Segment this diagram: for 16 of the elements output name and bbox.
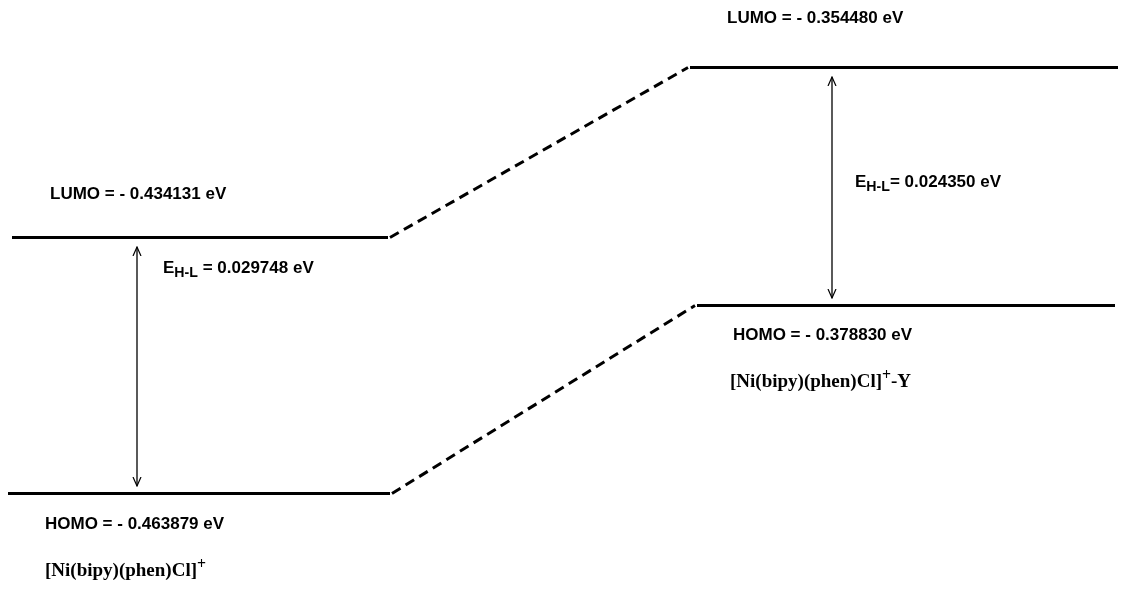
energy-label: HOMO = - 0.378830 eV	[733, 325, 913, 345]
compound-label: [Ni(bipy)(phen)Cl]$^{+}$-Y	[730, 366, 912, 393]
energy-level-line	[8, 492, 390, 495]
edge-label: E$_{H-L}$ = 0.029748 eV	[163, 258, 314, 281]
dashed-connector	[389, 66, 689, 239]
edge-label: E$_{H-L}$= 0.024350 eV	[855, 172, 1001, 195]
energy-label: LUMO = - 0.434131 eV	[50, 184, 227, 204]
double-arrow	[132, 246, 142, 487]
double-arrow	[827, 76, 837, 299]
energy-label: LUMO = - 0.354480 eV	[727, 8, 904, 28]
energy-level-line	[690, 66, 1118, 69]
energy-level-line	[697, 304, 1115, 307]
energy-level-line	[12, 236, 388, 239]
compound-label: [Ni(bipy)(phen)Cl]$^{+}$	[45, 555, 207, 582]
dashed-connector	[391, 304, 696, 495]
energy-label: HOMO = - 0.463879 eV	[45, 514, 225, 534]
